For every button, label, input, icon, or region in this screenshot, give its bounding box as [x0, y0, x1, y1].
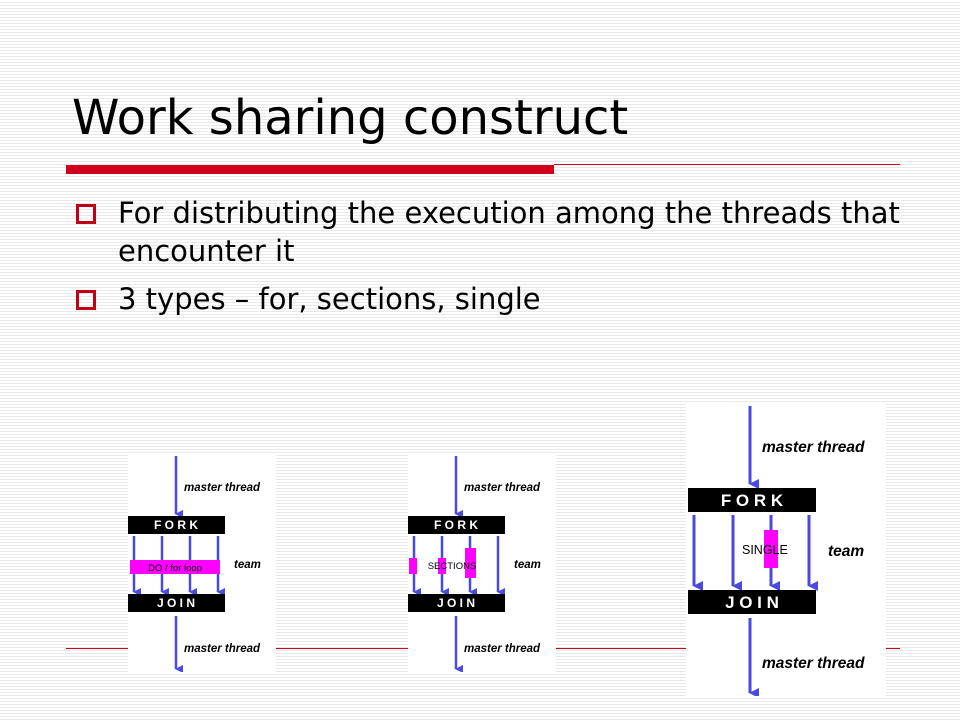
join-label: J O I N — [157, 596, 195, 610]
fork-label: F O R K — [721, 491, 784, 510]
for-loop-diagram-svg: master thread F O R K DO / for loop team… — [128, 456, 261, 672]
fork-bar — [688, 488, 816, 512]
sections-diagram: master thread F O R K SECTIONS team J O … — [408, 454, 556, 672]
master-thread-label: master thread — [184, 643, 261, 655]
fork-bar — [408, 516, 505, 534]
work-label: SECTIONS — [428, 561, 477, 572]
team-label: team — [234, 559, 261, 571]
master-thread-label: master thread — [762, 655, 865, 672]
work-label: DO / for loop — [148, 563, 202, 574]
fork-label: F O R K — [154, 518, 198, 532]
master-thread-label: master thread — [184, 482, 261, 494]
work-label: SINGLE — [742, 543, 788, 557]
for-loop-diagram: master thread F O R K DO / for loop team… — [128, 454, 276, 672]
master-thread-label: master thread — [762, 439, 865, 456]
join-label: J O I N — [725, 593, 779, 612]
join-bar — [688, 590, 816, 614]
team-label: team — [828, 543, 864, 560]
bullet-list: For distributing the execution among the… — [74, 194, 914, 328]
single-diagram-svg: master thread F O R K SINGLE team J O I … — [688, 406, 865, 696]
section-box — [465, 548, 476, 578]
bullet-item: For distributing the execution among the… — [74, 194, 914, 270]
single-diagram: master thread F O R K SINGLE team J O I … — [686, 404, 886, 696]
square-bullet-icon — [76, 290, 96, 310]
join-bar — [408, 594, 505, 612]
single-highlight-box — [764, 530, 778, 568]
slide-title: Work sharing construct — [72, 90, 629, 146]
sections-diagram-svg: master thread F O R K SECTIONS team J O … — [408, 456, 541, 672]
bullet-text: 3 types – for, sections, single — [118, 282, 541, 316]
join-label: J O I N — [437, 596, 475, 610]
team-label: team — [514, 559, 541, 571]
section-box — [409, 558, 417, 574]
work-highlight-box — [130, 560, 220, 574]
master-thread-label: master thread — [464, 482, 541, 494]
fork-bar — [128, 516, 225, 534]
bullet-item: 3 types – for, sections, single — [74, 280, 914, 318]
section-box — [438, 558, 446, 574]
fork-label: F O R K — [434, 518, 478, 532]
bullet-text: For distributing the execution among the… — [118, 196, 900, 268]
master-thread-label: master thread — [464, 643, 541, 655]
title-underline-accent — [66, 165, 554, 174]
title-underline-thin — [554, 164, 900, 165]
join-bar — [128, 594, 225, 612]
square-bullet-icon — [76, 204, 96, 224]
